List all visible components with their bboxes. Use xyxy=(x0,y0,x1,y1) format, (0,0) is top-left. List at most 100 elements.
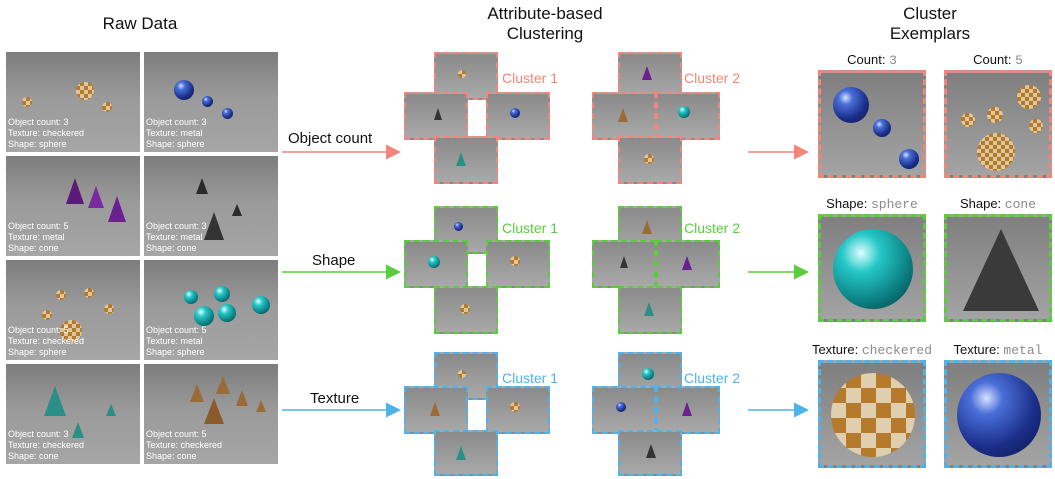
cone-object xyxy=(644,302,654,316)
sphere-object xyxy=(56,290,66,300)
cone-object xyxy=(963,229,1039,311)
cluster-thumb xyxy=(434,286,498,334)
exemplar-count-3 xyxy=(818,70,926,178)
exemplar-label: Count: 3 xyxy=(847,52,897,68)
sphere-object xyxy=(1017,85,1041,109)
cone-object xyxy=(642,220,652,234)
sphere-object xyxy=(678,106,690,118)
sphere-object xyxy=(961,113,975,127)
cone-object xyxy=(72,422,84,438)
sphere-object xyxy=(616,402,626,412)
sphere-object xyxy=(833,87,869,123)
exemplar-texture-checkered xyxy=(818,360,926,468)
cluster-thumb xyxy=(434,136,498,184)
sphere-object xyxy=(831,373,915,457)
cluster-2-label: Cluster 2 xyxy=(684,220,741,236)
cone-object xyxy=(108,196,126,222)
sphere-object xyxy=(22,97,32,107)
cluster-thumb xyxy=(486,92,550,140)
cone-object xyxy=(642,66,652,80)
sphere-object xyxy=(222,108,233,119)
sphere-object xyxy=(458,70,466,78)
cone-object xyxy=(204,212,224,240)
cluster-thumb xyxy=(656,240,720,288)
cluster-thumb xyxy=(404,240,468,288)
cone-object xyxy=(256,400,266,412)
sphere-object xyxy=(1029,119,1043,133)
cluster-2-label: Cluster 2 xyxy=(684,370,741,386)
sphere-object xyxy=(174,80,194,100)
cluster-thumb xyxy=(404,386,468,434)
sphere-object xyxy=(76,82,94,100)
exemplar-shape-sphere xyxy=(818,214,926,322)
row-label-texture: Texture xyxy=(310,390,360,407)
sphere-object xyxy=(510,256,520,266)
sphere-object xyxy=(428,256,440,268)
cluster-thumb xyxy=(656,386,720,434)
exemplar-label: Texture: metal xyxy=(953,342,1043,358)
exemplar-texture-metal xyxy=(944,360,1052,468)
cone-object xyxy=(106,404,116,416)
cluster-thumb xyxy=(434,430,498,476)
sphere-object xyxy=(214,286,230,302)
cone-object xyxy=(620,256,628,268)
cone-object xyxy=(232,204,242,216)
cone-object xyxy=(646,444,656,458)
cone-object xyxy=(66,178,84,204)
cone-object xyxy=(88,186,104,208)
cluster-thumb xyxy=(592,240,656,288)
sphere-object xyxy=(460,304,470,314)
sphere-object xyxy=(957,373,1041,457)
sphere-object xyxy=(899,149,919,169)
cone-object xyxy=(682,402,692,416)
sphere-object xyxy=(454,222,463,231)
sphere-object xyxy=(873,119,891,137)
cone-object xyxy=(456,446,466,460)
sphere-object xyxy=(104,304,114,314)
cluster-thumb xyxy=(656,92,720,140)
cluster-thumb xyxy=(618,430,682,476)
cluster-thumb xyxy=(486,240,550,288)
sphere-object xyxy=(458,370,466,378)
header-exemplars: Cluster Exemplars xyxy=(889,4,971,43)
cluster-thumb xyxy=(592,92,656,140)
row-label-object-count: Object count xyxy=(288,130,373,147)
cone-object xyxy=(434,108,442,120)
sphere-object xyxy=(644,154,654,164)
sphere-object xyxy=(642,368,654,380)
cluster-1-label: Cluster 1 xyxy=(502,70,559,86)
sphere-object xyxy=(510,108,520,118)
sphere-object xyxy=(42,310,52,320)
cone-object xyxy=(618,108,628,122)
cluster-thumb xyxy=(404,92,468,140)
sphere-object xyxy=(84,288,94,298)
sphere-object xyxy=(102,102,112,112)
cone-object xyxy=(44,386,66,416)
cluster-thumb xyxy=(618,286,682,334)
sphere-object xyxy=(202,96,213,107)
sphere-object xyxy=(977,133,1015,171)
cluster-thumb xyxy=(618,136,682,184)
cone-object xyxy=(216,376,230,394)
exemplar-label: Shape: cone xyxy=(959,196,1037,212)
row-label-shape: Shape xyxy=(312,252,356,269)
cluster-1-label: Cluster 1 xyxy=(502,220,559,236)
cluster-thumb xyxy=(592,386,656,434)
sphere-object xyxy=(218,304,236,322)
sphere-object xyxy=(987,107,1003,123)
cone-object xyxy=(682,256,692,270)
